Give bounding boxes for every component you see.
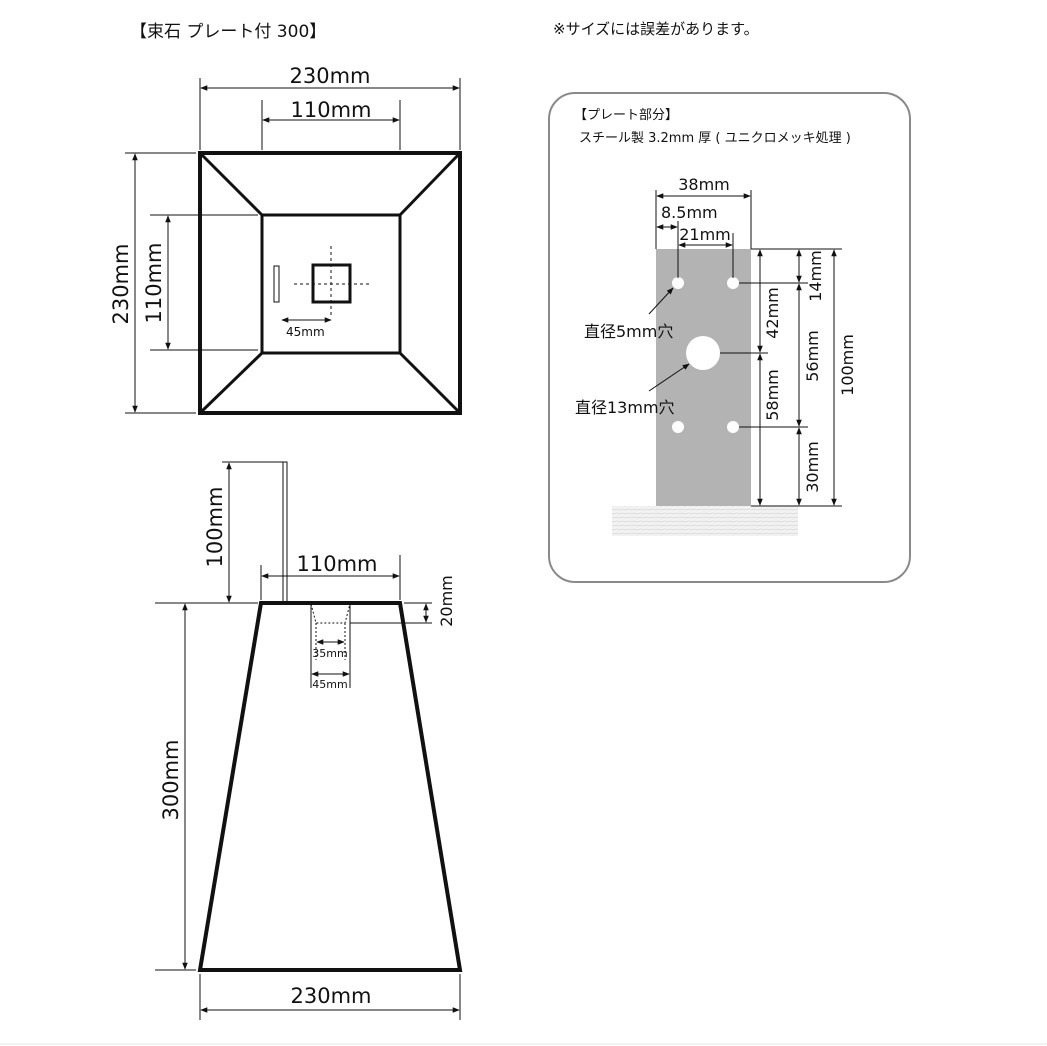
- top-inner-height-label: 110mm: [142, 243, 166, 324]
- plate-hole-vspacing-label: 56mm: [803, 330, 822, 382]
- small-hole-leader: [648, 287, 674, 315]
- plate-hole-bottom-right: [727, 421, 739, 433]
- small-hole-label: 直径5mm穴: [584, 322, 673, 341]
- plate-hole-top-left: [672, 277, 684, 289]
- top-inner-square: [260, 213, 402, 355]
- plate-hole-bottom-left: [672, 421, 684, 433]
- plate-top-offset-label: 14mm: [806, 250, 825, 302]
- top-diagonal-br: [398, 351, 462, 415]
- side-bottom-width-label: 230mm: [291, 984, 372, 1008]
- side-body-height-label: 300mm: [159, 740, 183, 821]
- side-body: [197, 601, 463, 972]
- side-hole-inner-label: 35mm: [312, 647, 347, 660]
- top-plate-slot: [273, 265, 280, 303]
- plate-width-label: 38mm: [678, 175, 730, 194]
- top-outer-height-label: 230mm: [109, 244, 133, 325]
- plate-total-height-label: 100mm: [838, 334, 857, 396]
- side-hole-outer-label: 45mm: [312, 678, 347, 691]
- plate-lower-to-base-label: 30mm: [803, 441, 822, 493]
- large-hole-label: 直径13mm穴: [575, 398, 675, 417]
- plate-upper-to-center-label: 42mm: [763, 287, 782, 339]
- plate-hole-spacing-label: 21mm: [679, 225, 731, 244]
- plate-detail-panel: 【プレート部分】 スチール製 3.2mm 厚 ( ユニクロメッキ処理 ) 38m…: [548, 92, 911, 583]
- top-diagonal-tr: [398, 151, 462, 217]
- top-diagonal-tl: [198, 151, 264, 217]
- plate-edge-offset-label: 8.5mm: [661, 203, 718, 222]
- side-depth-label: 20mm: [437, 575, 456, 627]
- large-hole-leader: [648, 363, 690, 392]
- plate-panel-material: スチール製 3.2mm 厚 ( ユニクロメッキ処理 ): [579, 131, 851, 146]
- plate-panel-title: 【プレート部分】: [574, 108, 678, 123]
- side-hole-outline: [310, 603, 351, 624]
- top-diagonal-bl: [198, 351, 264, 415]
- plate-center-to-bottom-label: 58mm: [763, 369, 782, 421]
- plate-hole-top-right: [727, 277, 739, 289]
- product-title: 【束石 プレート付 300】: [130, 22, 326, 42]
- tolerance-note: ※サイズには誤差があります。: [553, 20, 759, 38]
- plate-ground: [612, 506, 798, 536]
- side-top-width-label: 110mm: [297, 552, 378, 576]
- top-outer-square: [198, 151, 462, 415]
- top-view: 45mm 230mm 110mm 230mm 110mm: [109, 64, 462, 415]
- top-hole-offset-label: 45mm: [286, 325, 325, 339]
- side-plate: [282, 461, 288, 603]
- side-plate-height-label: 100mm: [203, 487, 227, 568]
- top-inner-width-label: 110mm: [291, 98, 372, 122]
- side-view: 35mm 45mm 20mm 110mm 100mm 300mm 230mm: [155, 461, 463, 1020]
- top-outer-width-label: 230mm: [290, 64, 371, 88]
- plate-hole-center: [686, 336, 720, 370]
